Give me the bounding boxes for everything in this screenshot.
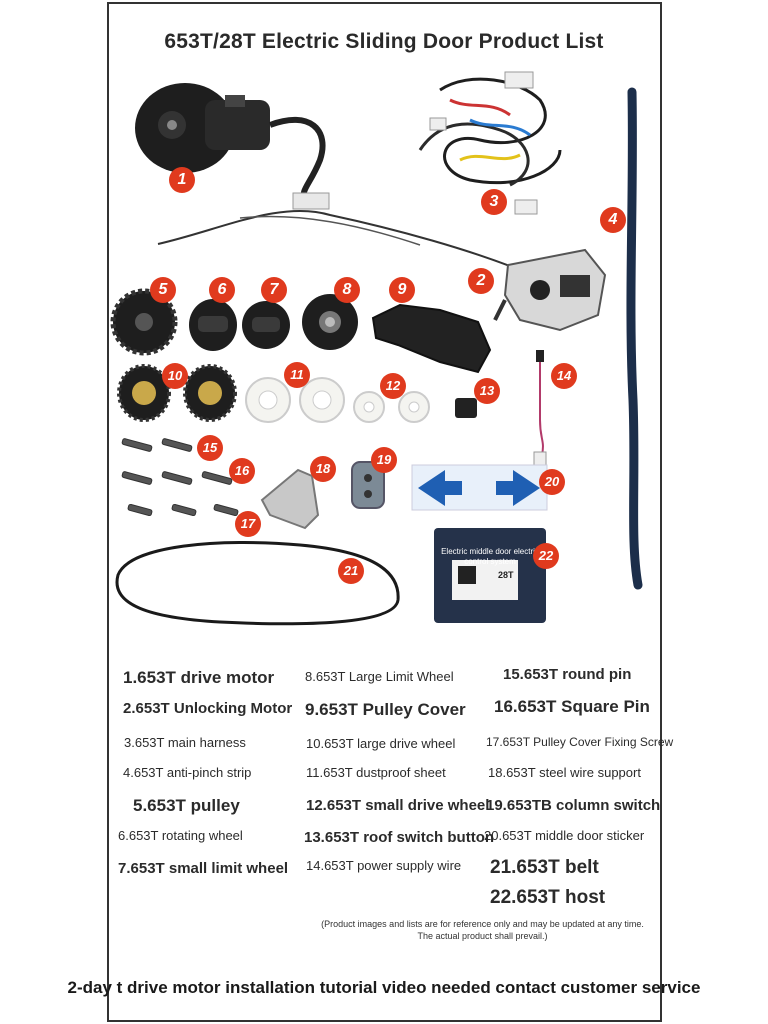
anti-pinch-strip-image: [626, 87, 643, 590]
control-host-model: 28T: [498, 570, 514, 580]
belt-image: [115, 541, 400, 626]
control-host-label: Electric middle door electric control sy…: [441, 547, 539, 566]
unlocking-motor-image: [493, 248, 607, 332]
badge-7: 7: [261, 277, 287, 303]
list-item-14: 14.653T power supply wire: [306, 858, 462, 873]
list-item-3: 3.653T main harness: [124, 735, 246, 750]
badge-2: 2: [468, 268, 494, 294]
list-item-13: 13.653T roof switch button: [304, 829, 495, 846]
badge-6: 6: [209, 277, 235, 303]
list-item-11: 11.653T dustproof sheet: [306, 765, 446, 780]
badge-3: 3: [481, 189, 507, 215]
list-item-15: 15.653T round pin: [503, 666, 632, 683]
rotating-wheel-image: [189, 299, 237, 351]
parts-illustration: [110, 71, 643, 626]
dustproof-sheet-image: [245, 377, 345, 423]
middle-door-sticker-image: [411, 464, 548, 511]
badge-8: 8: [334, 277, 360, 303]
page-frame: [107, 2, 662, 1022]
badge-4: 4: [600, 207, 626, 233]
steel-wire-support-image: [260, 468, 320, 530]
list-item-17: 17.653T Pulley Cover Fixing Screw: [486, 735, 674, 749]
badge-18: 18: [310, 456, 336, 482]
badge-11: 11: [284, 362, 310, 388]
list-item-5: 5.653T pulley: [133, 796, 240, 815]
badge-16: 16: [229, 458, 255, 484]
list-item-19: 19.653TB column switch: [486, 797, 661, 814]
pulley-cover-image: [371, 303, 492, 374]
badge-13: 13: [474, 378, 500, 404]
pulley-image: [110, 288, 178, 356]
power-supply-wire-image: [533, 350, 547, 467]
list-item-4: 4.653T anti-pinch strip: [123, 765, 252, 780]
badge-10: 10: [162, 363, 188, 389]
list-item-1: 1.653T drive motor: [123, 668, 275, 687]
list-item-8: 8.653T Large Limit Wheel: [305, 669, 454, 684]
list-item-16: 16.653T Square Pin: [494, 697, 650, 716]
badge-15: 15: [197, 435, 223, 461]
list-item-10: 10.653T large drive wheel: [306, 736, 456, 751]
large-drive-wheel-image: [117, 364, 237, 422]
badge-1: 1: [169, 167, 195, 193]
small-limit-wheel-image: [242, 301, 290, 349]
small-drive-wheel-image: [353, 391, 430, 423]
unlock-cable-image: [157, 209, 521, 271]
main-harness-image: [418, 71, 562, 215]
control-host-image: [434, 528, 546, 623]
badge-22: 22: [533, 543, 559, 569]
roof-switch-button-image: [455, 398, 477, 418]
drive-motor-image: [135, 83, 330, 210]
badge-20: 20: [539, 469, 565, 495]
badge-12: 12: [380, 373, 406, 399]
badge-21: 21: [338, 558, 364, 584]
list-item-9: 9.653T Pulley Cover: [305, 700, 466, 719]
list-item-7: 7.653T small limit wheel: [118, 860, 289, 877]
large-limit-wheel-image: [302, 294, 358, 350]
page-title: 653T/28T Electric Sliding Door Product L…: [164, 30, 604, 53]
badge-17: 17: [235, 511, 261, 537]
badge-5: 5: [150, 277, 176, 303]
pins-and-screws-image: [121, 438, 239, 517]
badge-14: 14: [551, 363, 577, 389]
footer-service-note: 2-day t drive motor installation tutoria…: [67, 978, 701, 997]
list-item-21: 21.653T belt: [490, 857, 599, 878]
list-item-20: 20.653T middle door sticker: [484, 828, 645, 843]
disclaimer-note: (Product images and lists are for refere…: [321, 919, 644, 941]
badge-9: 9: [389, 277, 415, 303]
list-item-6: 6.653T rotating wheel: [118, 828, 243, 843]
badge-19: 19: [371, 447, 397, 473]
column-switch-image: [351, 461, 385, 509]
list-item-18: 18.653T steel wire support: [488, 765, 641, 780]
list-item-2: 2.653T Unlocking Motor: [123, 700, 293, 717]
list-item-22: 22.653T host: [490, 887, 606, 908]
list-item-12: 12.653T small drive wheel: [306, 797, 490, 814]
